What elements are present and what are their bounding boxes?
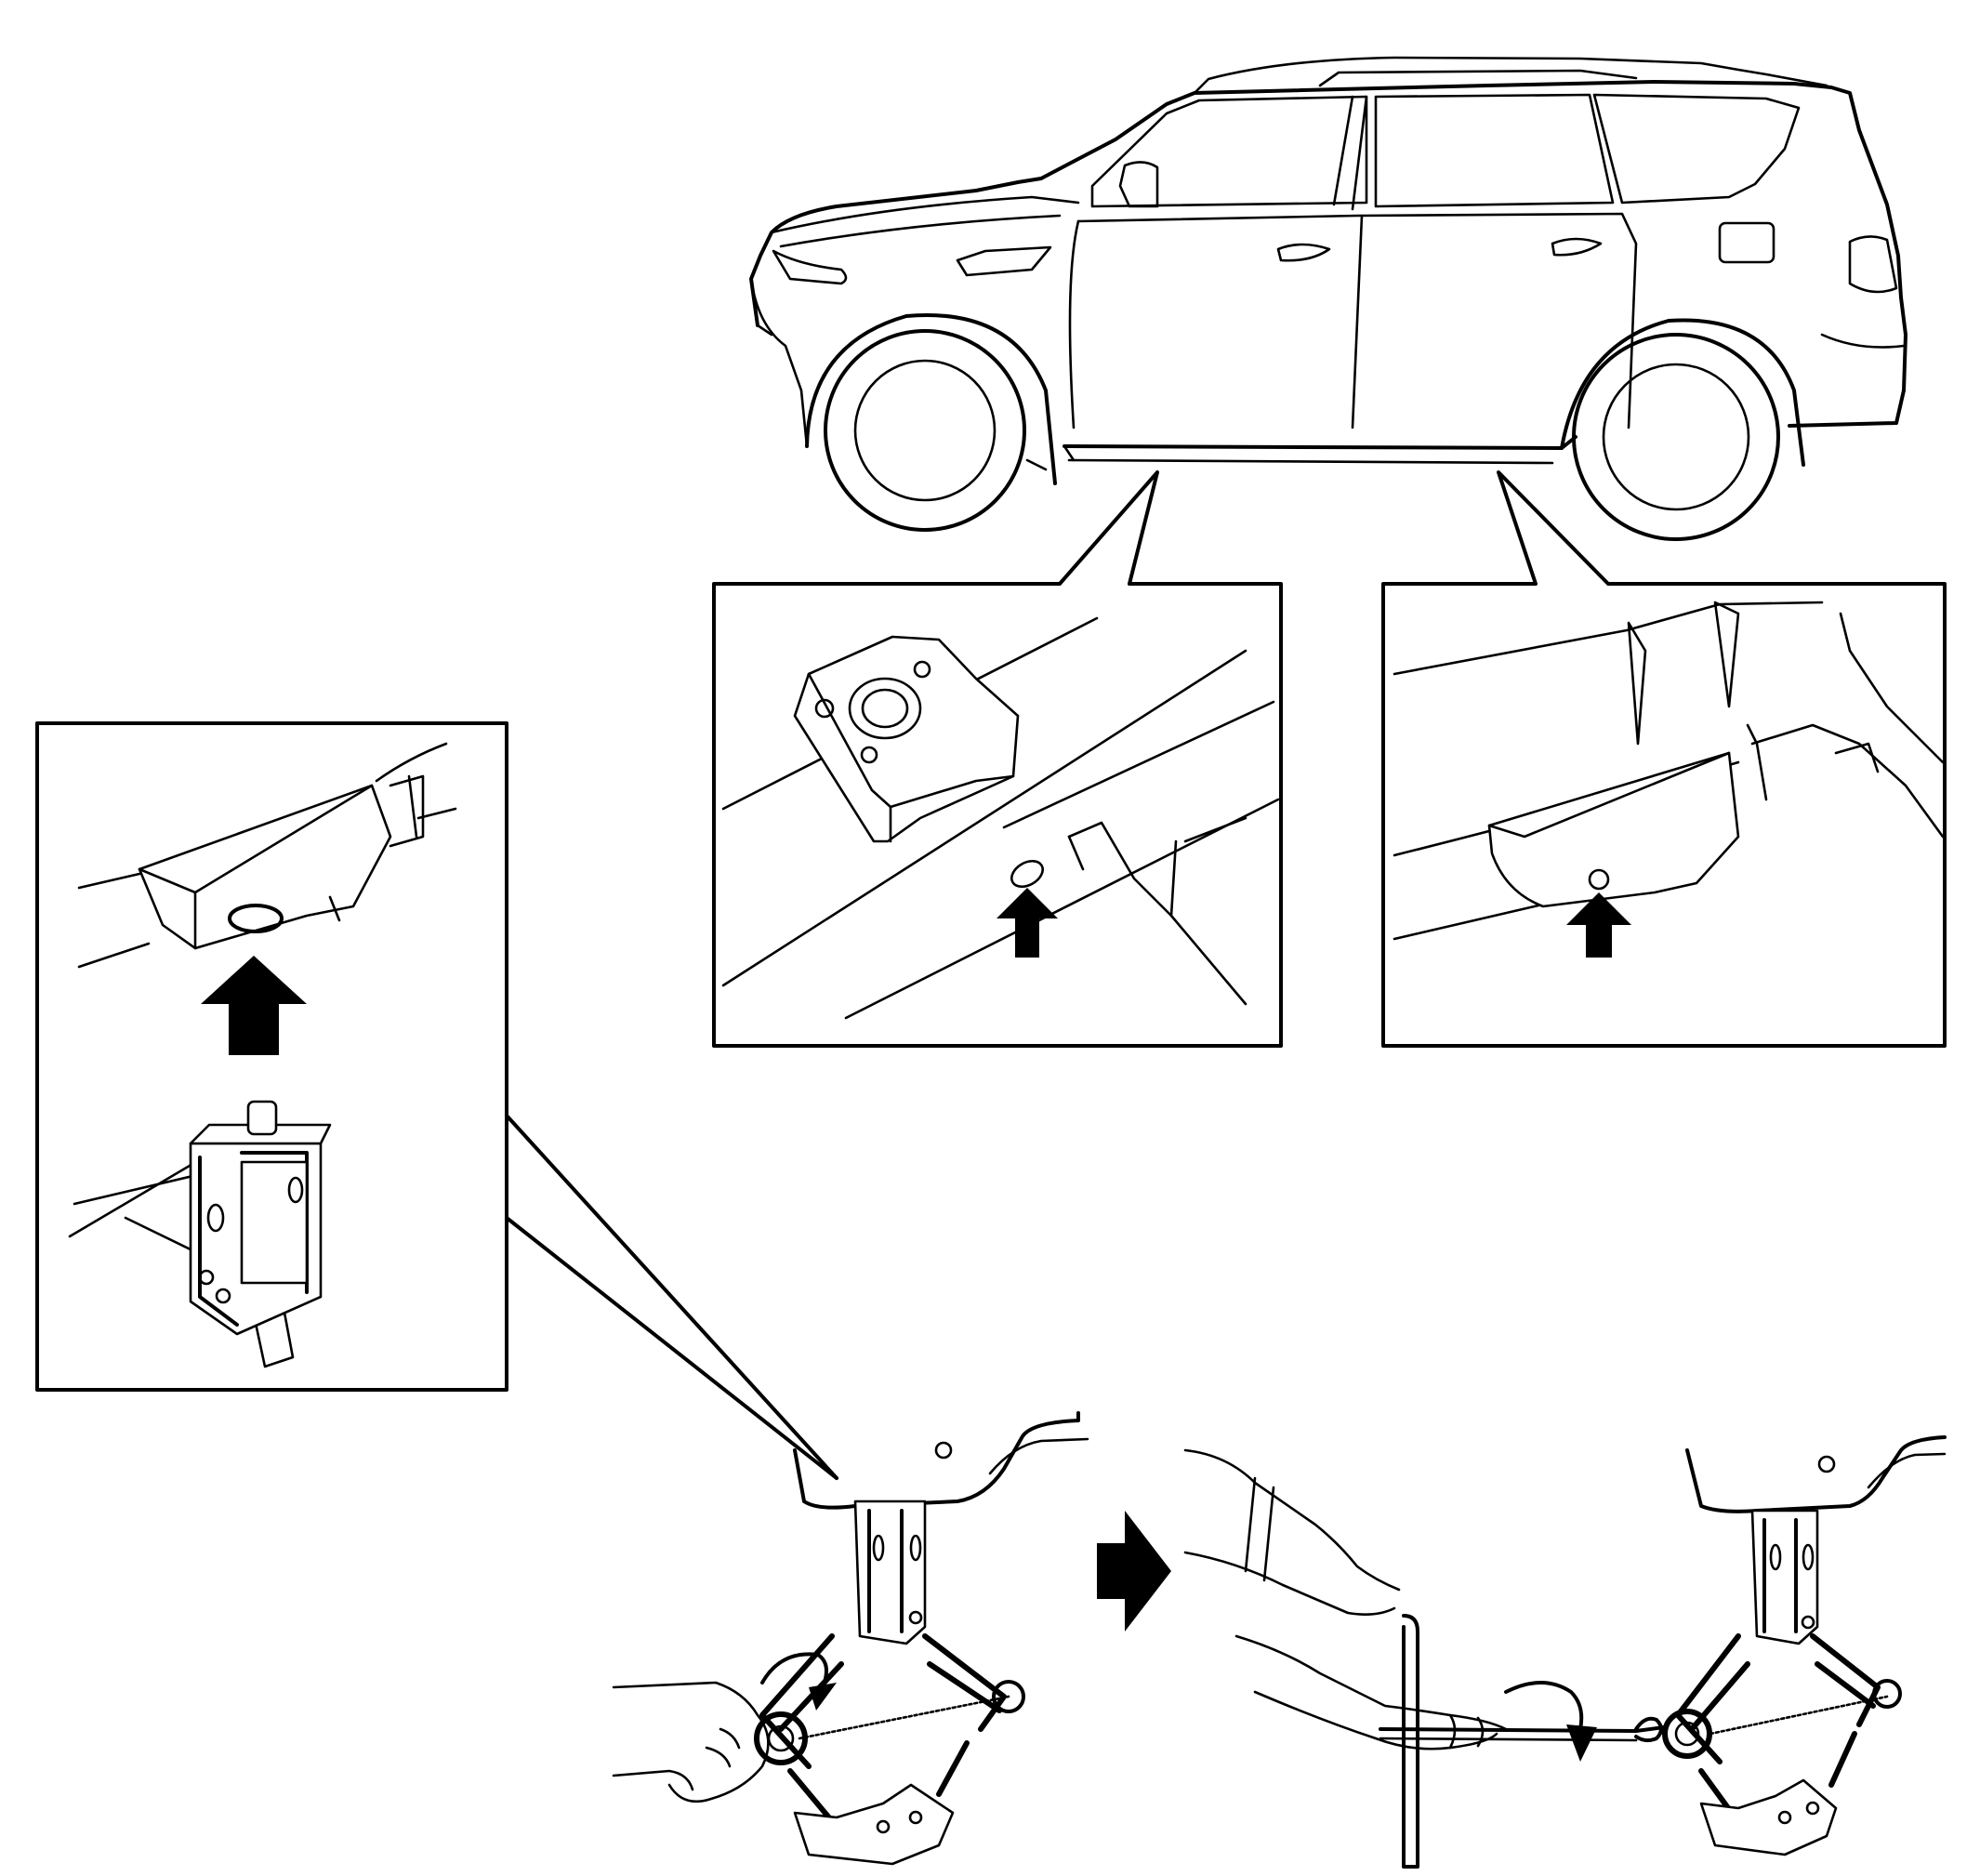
up-arrow-icon bbox=[1566, 892, 1631, 958]
right-step-arrow-icon bbox=[1097, 1511, 1171, 1632]
jack-raising-step bbox=[1183, 1435, 1947, 1869]
jack-head-inset bbox=[35, 721, 838, 1480]
jack-head-saddle-icon bbox=[68, 1100, 332, 1368]
front-jack-point-icon bbox=[793, 635, 1020, 843]
jack-positioning-step bbox=[612, 1411, 1089, 1866]
clockwise-rotation-arrow-icon bbox=[1504, 1681, 1584, 1731]
front-jack-point-inset bbox=[712, 470, 1283, 1048]
up-arrow-icon bbox=[201, 956, 307, 1055]
suv-side-view-icon bbox=[749, 56, 1907, 541]
up-arrow-icon bbox=[997, 888, 1058, 958]
rear-jack-point-icon bbox=[1487, 751, 1740, 908]
rear-jack-point-inset bbox=[1381, 470, 1947, 1048]
clockwise-rotation-arrow-icon bbox=[760, 1652, 828, 1689]
